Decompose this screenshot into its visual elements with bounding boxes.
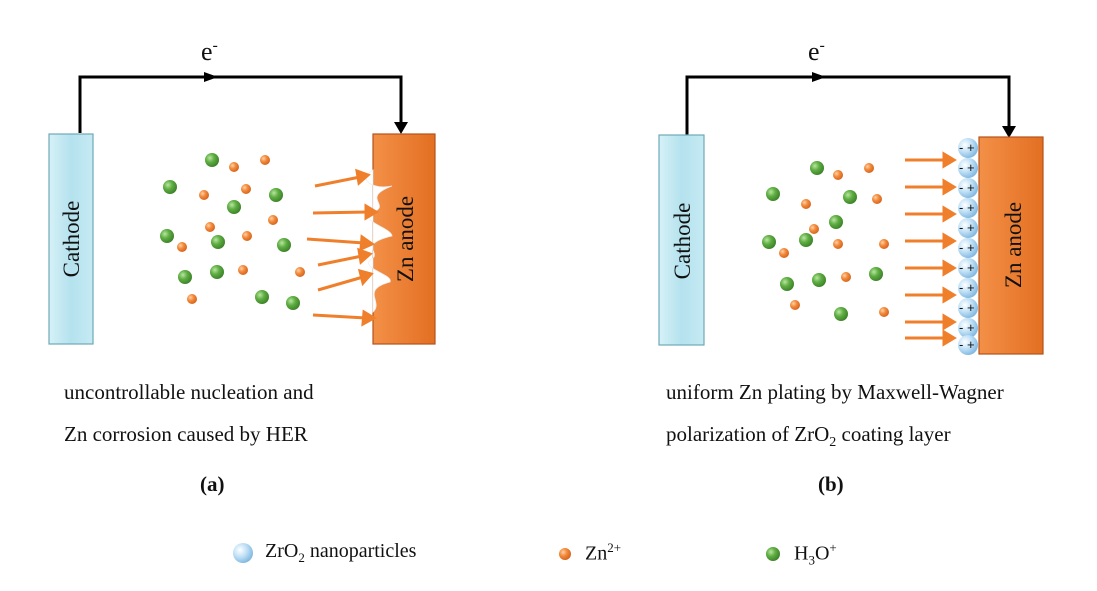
zn-anode-b (978, 136, 1044, 355)
ion-flux-arrows-b (905, 151, 957, 347)
h3o-ion (843, 190, 857, 204)
h3o-ion (869, 267, 883, 281)
svg-text:- +: - + (959, 300, 975, 315)
caption-b-line1: uniform Zn plating by Maxwell-Wagner (666, 380, 1004, 404)
panel-b: e- Cathode Zn anode - + - + - + - + - + … (658, 37, 1044, 355)
h3o-ion (810, 161, 824, 175)
zn-ion (879, 239, 889, 249)
legend-zro2-swatch (233, 543, 253, 563)
zn-ion (841, 272, 851, 282)
h3o-ion (762, 235, 776, 249)
caption-b-line2: polarization of ZrO2 coating layer (666, 422, 951, 451)
zn-ion (199, 190, 209, 200)
cathode-electrode-b (658, 134, 705, 346)
svg-text:- +: - + (959, 280, 975, 295)
svg-text:- +: - + (959, 180, 975, 195)
h3o-ion (269, 188, 283, 202)
cathode-electrode-a (48, 133, 94, 345)
zn-ion (241, 184, 251, 194)
svg-text:- +: - + (959, 200, 975, 215)
h3o-ion (766, 187, 780, 201)
svg-text:- +: - + (959, 160, 975, 175)
anode-label-b: Zn anode (1001, 202, 1026, 288)
zn-anode-a (372, 133, 436, 345)
zn-ion (177, 242, 187, 252)
legend-zn-swatch (559, 548, 571, 560)
zn-ion (779, 248, 789, 258)
zn-ion (238, 265, 248, 275)
caption-a-line2: Zn corrosion caused by HER (64, 422, 308, 446)
circuit-arrowhead-a (394, 122, 408, 134)
zn-ion (879, 307, 889, 317)
flow-arrow-b (812, 72, 826, 82)
zn-ion (229, 162, 239, 172)
svg-text:- +: - + (959, 260, 975, 275)
zn-ion (809, 224, 819, 234)
zn-ion (268, 215, 278, 225)
electron-label-a: e- (201, 37, 218, 66)
h3o-ion (255, 290, 269, 304)
h3o-ion (205, 153, 219, 167)
h3o-ion (799, 233, 813, 247)
svg-text:- +: - + (959, 220, 975, 235)
h3o-ion (829, 215, 843, 229)
zn-ion (864, 163, 874, 173)
zn-ion (187, 294, 197, 304)
h3o-ion (178, 270, 192, 284)
h3o-ion (210, 265, 224, 279)
ion-flux-arrows-a (306, 168, 379, 327)
h3o-ion (277, 238, 291, 252)
zn-ion (833, 170, 843, 180)
ions-b (762, 161, 889, 321)
zn-ion (242, 231, 252, 241)
caption-a-line1: uncontrollable nucleation and (64, 380, 314, 404)
zn-ion (833, 239, 843, 249)
panel-a-tag: (a) (200, 472, 225, 496)
h3o-ion (834, 307, 848, 321)
circuit-arrowhead-b (1002, 126, 1016, 138)
anode-label-a: Zn anode (393, 196, 418, 282)
legend-zn-label: Zn2+ (585, 540, 622, 565)
panel-a: e- Cathode Zn anode (48, 37, 436, 345)
cathode-label-a: Cathode (59, 201, 84, 278)
h3o-ion (780, 277, 794, 291)
zro2-coating-layer (958, 138, 978, 355)
h3o-ion (812, 273, 826, 287)
zn-ion (872, 194, 882, 204)
h3o-ion (163, 180, 177, 194)
polarization-charges: - + - + - + - + - + - + - + - + - + - + … (959, 140, 975, 352)
zn-ion (801, 199, 811, 209)
h3o-ion (286, 296, 300, 310)
legend-h3o-label: H3O+ (794, 540, 837, 568)
svg-text:- +: - + (959, 240, 975, 255)
h3o-ion (160, 229, 174, 243)
zn-ion (205, 222, 215, 232)
svg-text:- +: - + (959, 337, 975, 352)
zn-ion (790, 300, 800, 310)
circuit-wire-b (685, 75, 1011, 135)
cathode-label-b: Cathode (670, 203, 695, 280)
legend-zro2-label: ZrO2 nanoparticles (265, 540, 417, 565)
h3o-ion (211, 235, 225, 249)
circuit-wire-a (78, 75, 403, 133)
legend-h3o-swatch (766, 547, 780, 561)
dendrite-growth-a (365, 169, 393, 313)
h3o-ion (227, 200, 241, 214)
flow-arrow-a (204, 72, 218, 82)
svg-text:- +: - + (959, 140, 975, 155)
electron-label-b: e- (808, 37, 825, 66)
zn-ion (295, 267, 305, 277)
zn-ion (260, 155, 270, 165)
svg-text:- +: - + (959, 320, 975, 335)
ions-a (160, 153, 305, 310)
panel-b-tag: (b) (818, 472, 844, 496)
